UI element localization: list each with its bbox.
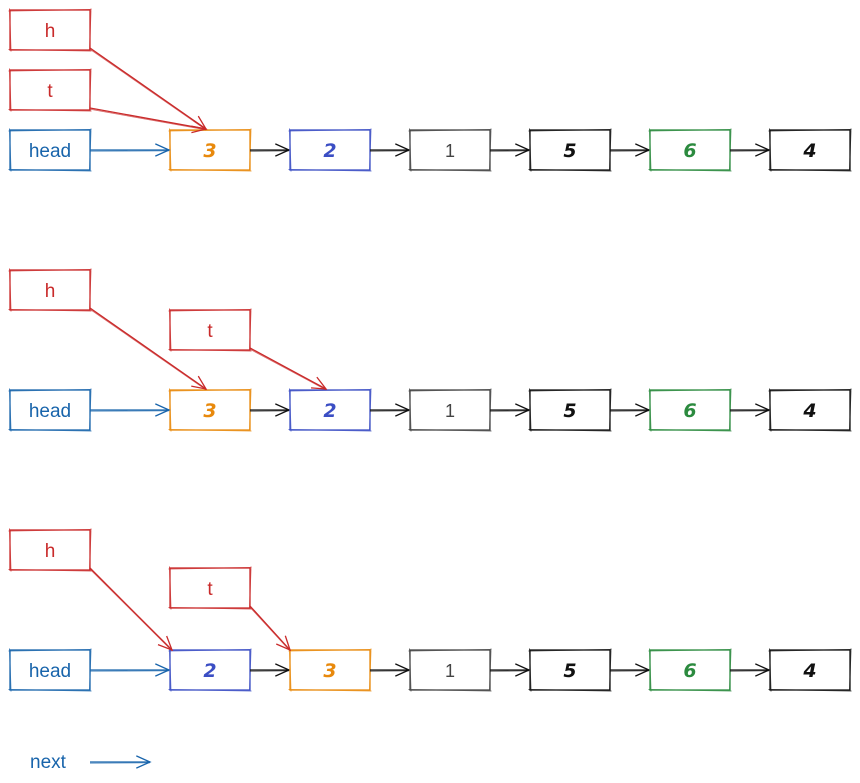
legend: next xyxy=(30,752,152,773)
pointer-arrow xyxy=(89,403,171,417)
node-value: 4 xyxy=(802,140,816,162)
list-node: 2 xyxy=(288,388,372,432)
legend-next-label: next xyxy=(30,752,67,773)
list-node: 1 xyxy=(408,648,492,692)
next-pointer-arrow xyxy=(609,143,651,157)
list-node: 3 xyxy=(168,388,252,432)
node-value: 2 xyxy=(323,400,336,422)
pointer-arrow xyxy=(249,605,292,652)
next-pointer-arrow xyxy=(489,663,531,677)
pointer-arrow xyxy=(89,567,174,652)
node-value: 6 xyxy=(683,660,696,682)
panel-2: 3 2 1 5 6 4 h t head xyxy=(8,268,852,432)
pointer-label: head xyxy=(29,141,71,162)
node-value: 5 xyxy=(563,660,576,682)
list-node: 5 xyxy=(528,128,612,172)
node-value: 3 xyxy=(323,660,336,682)
pointer-h: h xyxy=(8,8,208,131)
pointer-t: t xyxy=(168,566,292,652)
list-node: 1 xyxy=(408,128,492,172)
pointer-t: t xyxy=(168,308,328,391)
next-pointer-arrow xyxy=(609,663,651,677)
pointer-head: head xyxy=(8,128,171,172)
pointer-arrow xyxy=(89,47,208,131)
pointer-arrow xyxy=(249,347,328,391)
node-value: 5 xyxy=(563,400,576,422)
list-node: 2 xyxy=(288,128,372,172)
list-node: 6 xyxy=(648,128,732,172)
pointer-label: h xyxy=(45,21,56,42)
pointer-label: h xyxy=(45,541,56,562)
pointer-arrow xyxy=(89,143,171,157)
node-value: 2 xyxy=(323,140,336,162)
node-value: 2 xyxy=(203,660,216,682)
pointer-head: head xyxy=(8,388,171,432)
node-value: 5 xyxy=(563,140,576,162)
next-pointer-arrow xyxy=(489,403,531,417)
next-pointer-arrow xyxy=(609,403,651,417)
next-pointer-arrow xyxy=(729,663,771,677)
node-value: 3 xyxy=(203,140,216,162)
panel-3: 2 3 1 5 6 4 h t head xyxy=(8,528,852,692)
next-pointer-arrow xyxy=(369,663,411,677)
next-pointer-arrow xyxy=(729,143,771,157)
list-node: 4 xyxy=(768,388,852,432)
pointer-label: head xyxy=(29,401,71,422)
next-pointer-arrow xyxy=(729,403,771,417)
list-node: 5 xyxy=(528,648,612,692)
pointer-label: t xyxy=(207,579,213,600)
pointer-label: t xyxy=(47,81,53,102)
node-value: 1 xyxy=(445,141,455,161)
node-value: 4 xyxy=(802,400,816,422)
pointer-label: head xyxy=(29,661,71,682)
legend-next-arrow xyxy=(89,755,152,769)
node-value: 6 xyxy=(683,400,696,422)
next-pointer-arrow xyxy=(249,143,291,157)
node-value: 4 xyxy=(802,660,816,682)
node-value: 6 xyxy=(683,140,696,162)
pointer-h: h xyxy=(8,528,174,652)
diagram-panels: 3 2 1 5 6 4 h t head 3 2 1 5 6 4 h t head 2 3 1 5 6 4 h t head xyxy=(8,8,852,692)
pointer-head: head xyxy=(8,648,171,692)
list-node: 5 xyxy=(528,388,612,432)
list-node: 3 xyxy=(288,648,372,692)
list-node: 1 xyxy=(408,388,492,432)
next-pointer-arrow xyxy=(369,403,411,417)
pointer-h: h xyxy=(8,268,208,391)
next-pointer-arrow xyxy=(489,143,531,157)
node-value: 1 xyxy=(445,401,455,421)
pointer-label: t xyxy=(207,321,213,342)
next-pointer-arrow xyxy=(249,403,291,417)
list-node: 6 xyxy=(648,648,732,692)
list-node: 3 xyxy=(168,128,252,172)
list-node: 6 xyxy=(648,388,732,432)
node-value: 3 xyxy=(203,400,216,422)
panel-1: 3 2 1 5 6 4 h t head xyxy=(8,8,852,172)
next-pointer-arrow xyxy=(249,663,291,677)
node-value: 1 xyxy=(445,661,455,681)
next-pointer-arrow xyxy=(369,143,411,157)
list-node: 4 xyxy=(768,128,852,172)
list-node: 4 xyxy=(768,648,852,692)
pointer-arrow xyxy=(89,663,171,677)
pointer-arrow xyxy=(89,307,208,391)
pointer-label: h xyxy=(45,281,56,302)
pointer-t: t xyxy=(8,68,208,134)
list-node: 2 xyxy=(168,648,252,692)
pointer-arrow xyxy=(89,107,208,134)
